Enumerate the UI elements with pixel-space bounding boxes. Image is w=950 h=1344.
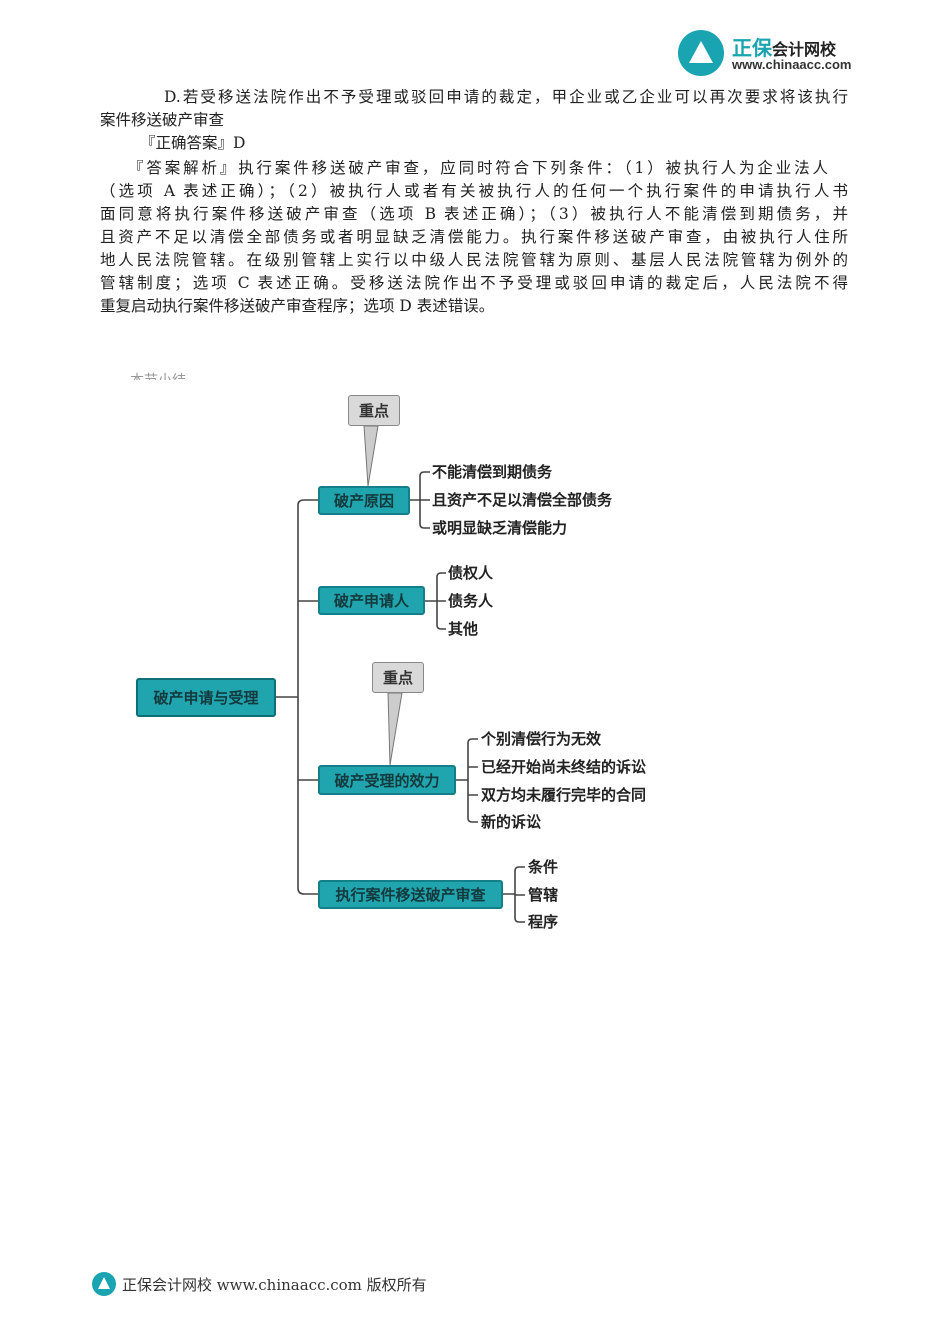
option-d-line-1: D.若受移送法院作出不予受理或驳回申请的裁定，甲企业或乙企业可以再次要求将该执行 bbox=[164, 88, 848, 106]
leaf: 已经开始尚未终结的诉讼 bbox=[481, 758, 647, 776]
leaf: 不能清偿到期债务 bbox=[432, 463, 553, 481]
key-point-callout: 重点 bbox=[372, 662, 424, 693]
leaf: 管辖 bbox=[528, 886, 559, 904]
analysis-line-7: 重复启动执行案件移送破产审查程序；选项 D 表述错误。 bbox=[100, 297, 495, 315]
branch-bankruptcy-cause: 破产原因 bbox=[318, 486, 410, 515]
leaf: 条件 bbox=[528, 858, 559, 876]
section-heading: 本节小结 bbox=[130, 370, 186, 380]
analysis-line-5: 地人民法院管辖。在级别管辖上实行以中级人民法院管辖为原则、基层人民法院管辖为例外… bbox=[100, 251, 848, 269]
branch-applicant: 破产申请人 bbox=[318, 586, 425, 615]
logo-url: www.chinaacc.com bbox=[732, 57, 852, 72]
option-d-line-2: 案件移送破产审查 bbox=[100, 111, 225, 129]
callout-pointer bbox=[363, 425, 379, 487]
leaf: 债权人 bbox=[448, 564, 494, 582]
leaf: 个别清偿行为无效 bbox=[481, 730, 602, 748]
analysis-line-2: （选项 A 表述正确）；（2）被执行人或者有关被执行人的任何一个执行案件的申请执… bbox=[100, 182, 848, 200]
logo-icon bbox=[92, 1272, 116, 1296]
leaf: 或明显缺乏清偿能力 bbox=[432, 519, 568, 537]
leaf: 债务人 bbox=[448, 592, 494, 610]
leaf: 其他 bbox=[448, 620, 479, 638]
footer-copyright: 正保会计网校 www.chinaacc.com 版权所有 bbox=[122, 1275, 427, 1294]
key-point-callout: 重点 bbox=[348, 395, 400, 426]
leaf: 且资产不足以清偿全部债务 bbox=[432, 491, 613, 509]
footer: 正保会计网校 www.chinaacc.com 版权所有 bbox=[92, 1272, 427, 1296]
chinaacc-logo: 正保会计网校 www.chinaacc.com bbox=[678, 30, 858, 76]
mindmap-root: 破产申请与受理 bbox=[136, 678, 276, 717]
logo-subname: 会计网校 bbox=[772, 40, 837, 59]
correct-answer: 『正确答案』D bbox=[140, 134, 246, 152]
logo-name: 正保 bbox=[732, 36, 772, 60]
leaf: 双方均未履行完毕的合同 bbox=[481, 786, 647, 804]
callout-pointer bbox=[387, 692, 403, 766]
branch-acceptance-effect: 破产受理的效力 bbox=[318, 765, 456, 795]
leaf: 新的诉讼 bbox=[481, 813, 542, 831]
analysis-line-1: 『答案解析』执行案件移送破产审查，应同时符合下列条件：（1）被执行人为企业法人 bbox=[128, 159, 828, 177]
analysis-line-3: 面同意将执行案件移送破产审查（选项 B 表述正确）；（3）被执行人不能清偿到期债… bbox=[100, 205, 848, 223]
logo-icon bbox=[678, 30, 724, 76]
branch-transfer-review: 执行案件移送破产审查 bbox=[318, 880, 503, 909]
leaf: 程序 bbox=[528, 913, 559, 931]
analysis-line-6: 管辖制度；选项 C 表述正确。受移送法院作出不予受理或驳回申请的裁定后，人民法院… bbox=[100, 274, 848, 292]
analysis-line-4: 且资产不足以清偿全部债务或者明显缺乏清偿能力。执行案件移送破产审查，由被执行人住… bbox=[100, 228, 848, 246]
